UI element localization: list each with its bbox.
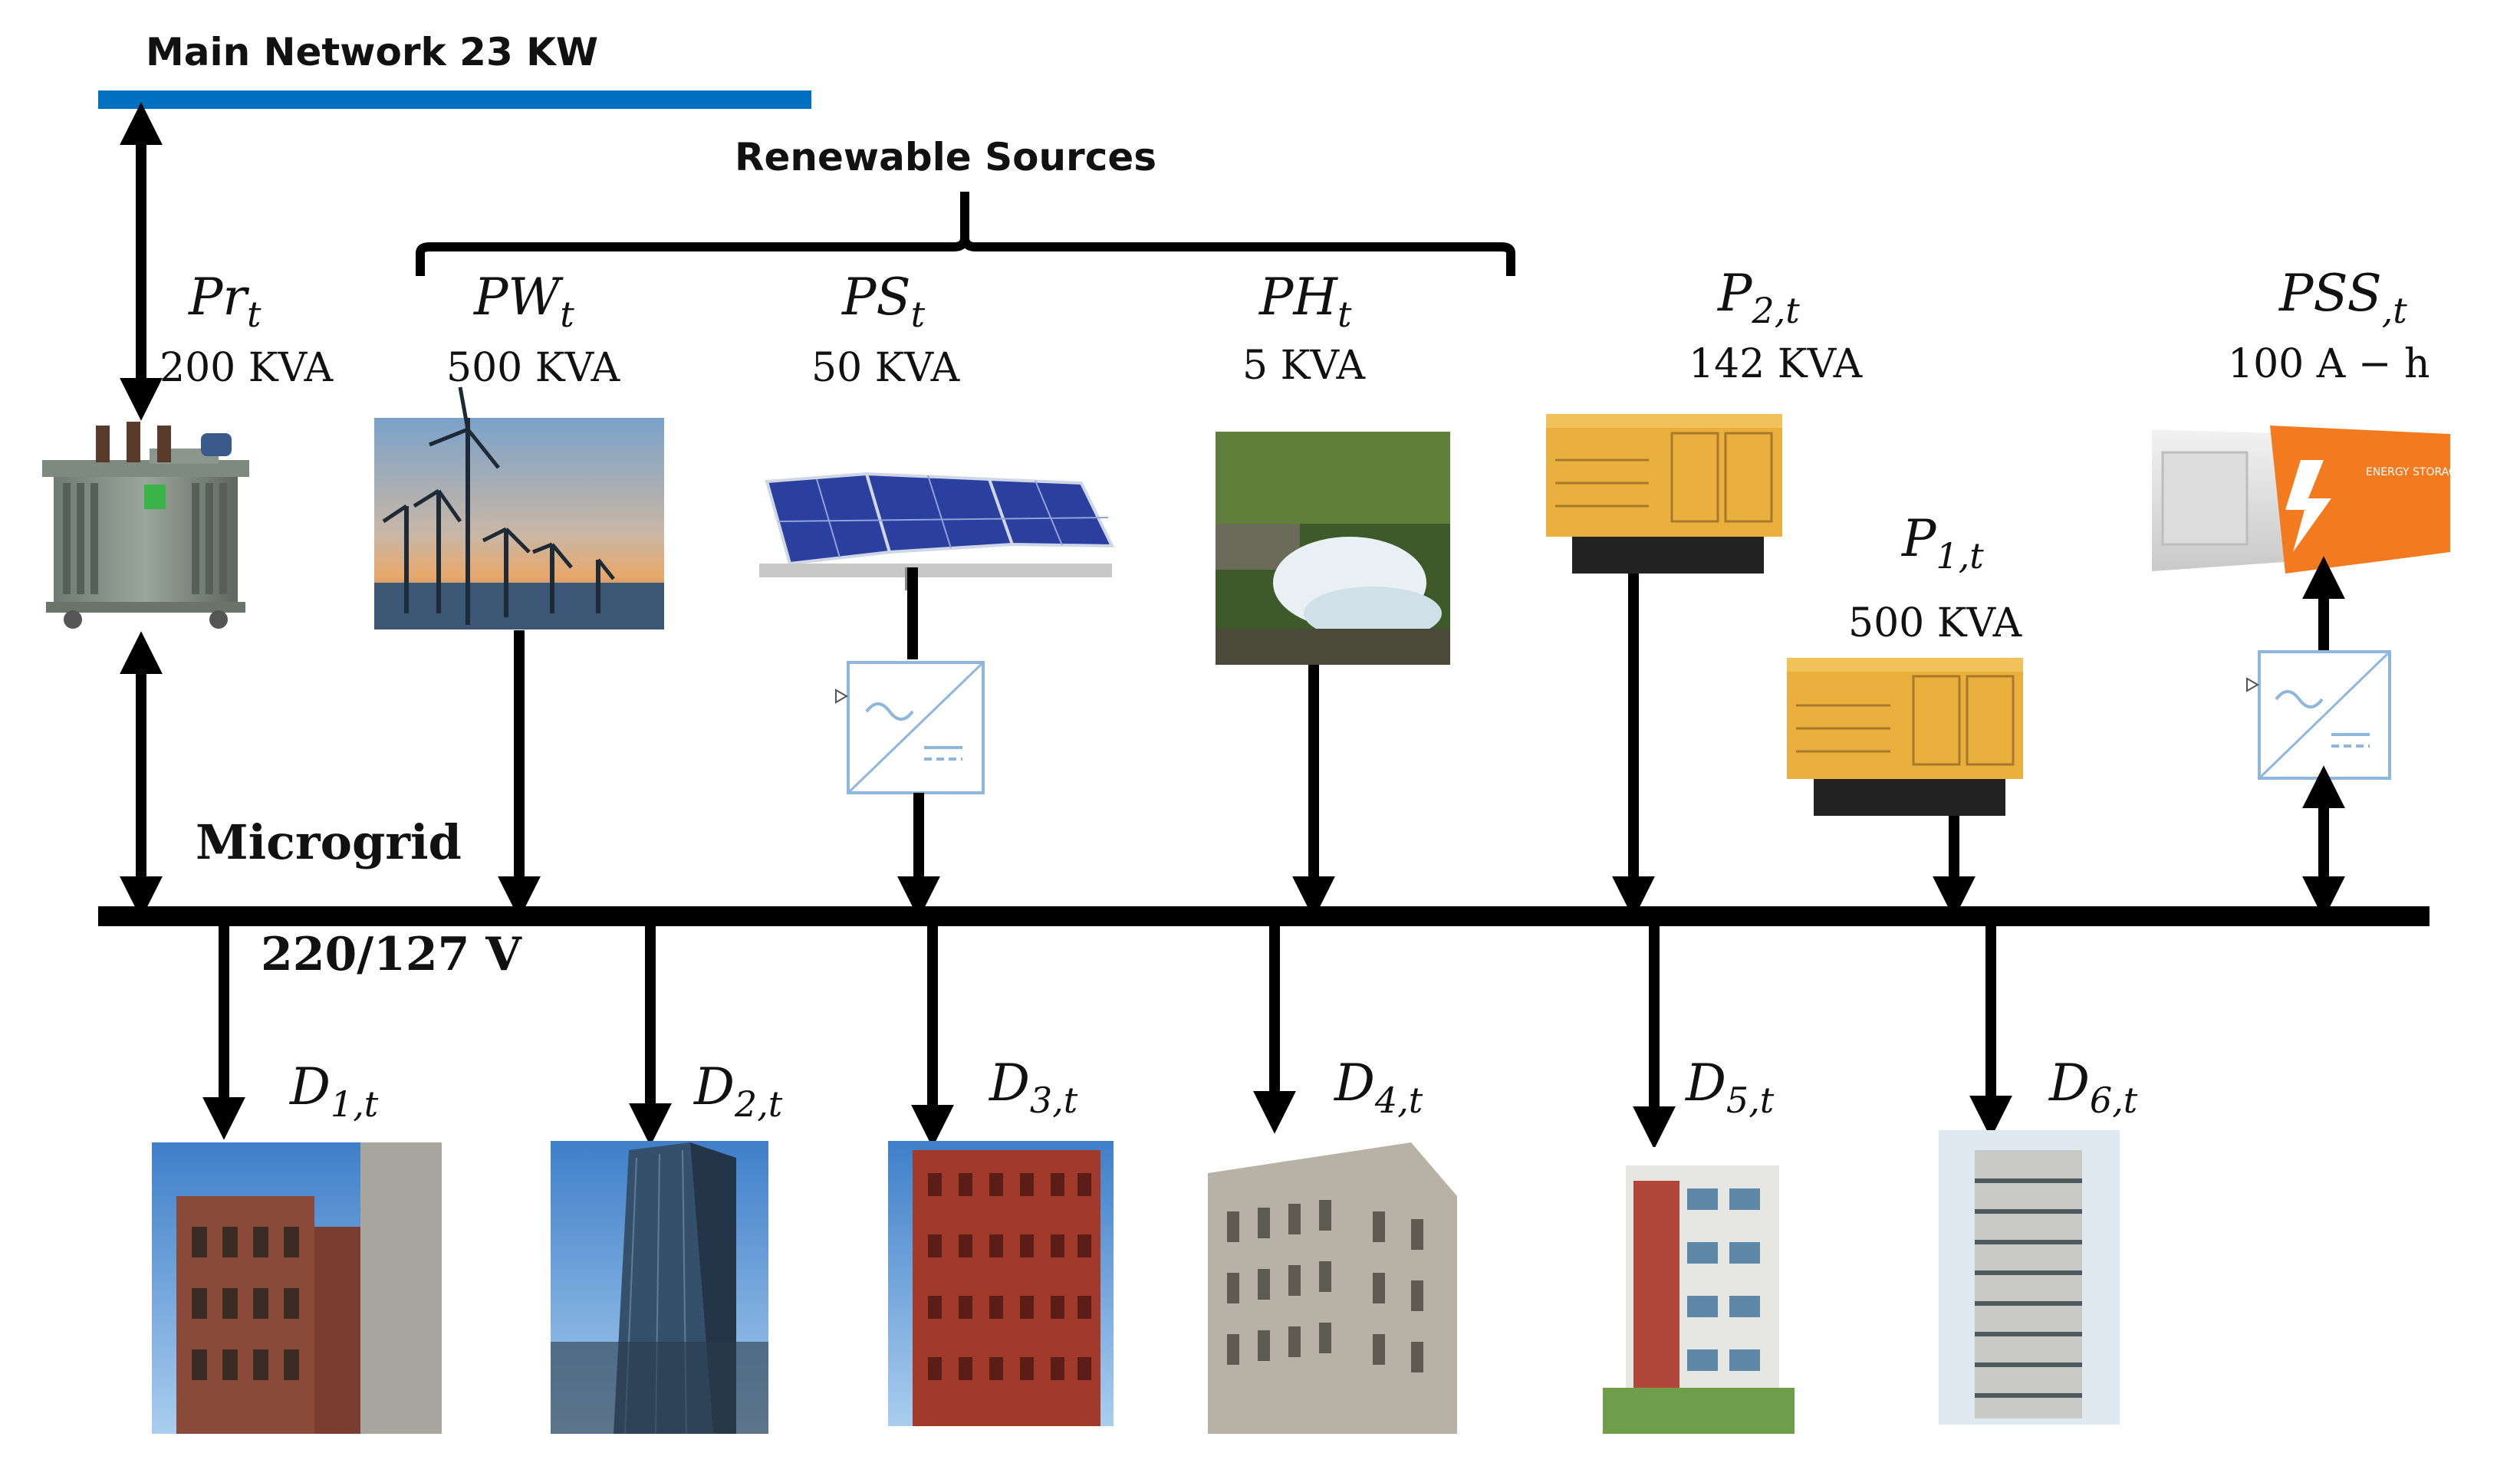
building-2-icon [551,1141,768,1435]
storage-inverter-icon [2246,650,2391,780]
gen1-icon [1787,658,2023,816]
transformer-rating: 200 KVA [160,345,334,391]
building-1-icon [152,1142,442,1434]
hydro-icon [1216,432,1450,665]
storage-rating: 100 A − h [2228,341,2430,387]
load-label-3: D3,t [989,1053,1078,1121]
svg-text:P2,t: P2,t [1717,264,1800,331]
building-6-icon [1939,1130,2120,1425]
wind-rating: 500 KVA [446,345,621,391]
svg-text:P1,t: P1,t [1901,509,1984,577]
svg-text:PSt: PSt [841,268,926,335]
gen2-label: P2,t 142 KVA [1689,264,1864,387]
storage-logo-text: ENERGY STORAGE [2366,466,2464,478]
svg-text:PHt: PHt [1258,268,1352,335]
wind-turbine-icon [374,386,664,629]
solar-panel-icon [759,472,1115,590]
renewable-bracket [416,192,1515,276]
solar-rating: 50 KVA [811,345,961,391]
wind-label: PWt 500 KVA [446,268,621,391]
main-network-bus [98,90,811,109]
storage-label: PSS,t 100 A − h [2228,264,2430,387]
transformer-label: Prt 200 KVA [160,268,334,391]
hydro-label: PHt 5 KVA [1242,268,1366,389]
microgrid-label: Microgrid [196,814,462,870]
building-4-icon [1202,1141,1462,1434]
load-label-1: D1,t [289,1057,379,1125]
load-label-4: D4,t [1334,1053,1423,1121]
load-label-2: D2,t [693,1057,783,1125]
microgrid-bus [98,906,2430,926]
svg-text:Prt: Prt [188,268,262,335]
solar-label: PSt 50 KVA [811,268,961,391]
renewable-sources-label: Renewable Sources [735,135,1156,179]
gen2-rating: 142 KVA [1689,341,1864,387]
gen2-icon [1546,414,1782,574]
gen1-label: P1,t 500 KVA [1848,509,2023,646]
solar-inverter-icon [835,661,985,794]
load-label-6: D6,t [2048,1053,2138,1121]
building-3-icon [888,1141,1114,1426]
transformer-icon [42,422,249,629]
gen1-rating: 500 KVA [1848,600,2023,646]
main-network-label: Main Network 23 KW [146,30,598,74]
svg-text:PWt: PWt [473,268,574,335]
svg-text:PSS,t: PSS,t [2278,264,2407,331]
energy-storage-icon: ENERGY STORAGE [2152,426,2464,574]
microgrid-voltage: 220/127 V [261,928,522,981]
building-5-icon [1597,1147,1802,1434]
load-label-5: D5,t [1685,1053,1775,1121]
hydro-rating: 5 KVA [1242,343,1366,389]
